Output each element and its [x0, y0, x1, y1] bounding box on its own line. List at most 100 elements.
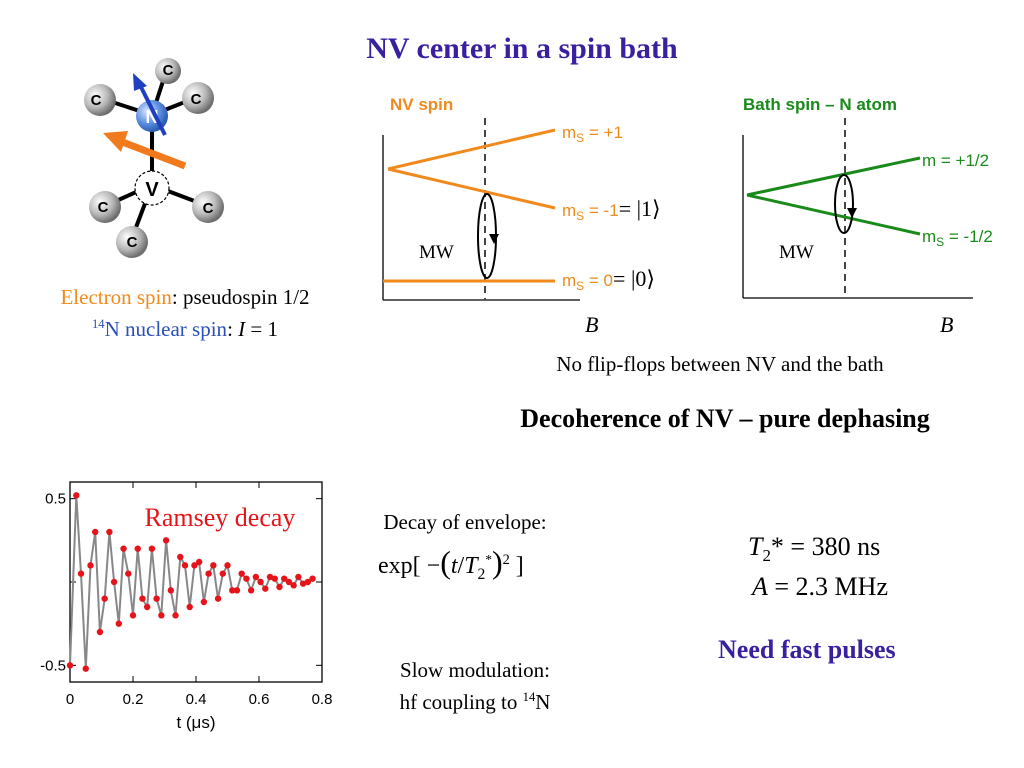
data-point	[158, 612, 165, 619]
carbon-label: C	[91, 92, 102, 109]
data-point	[181, 562, 189, 569]
data-point	[205, 570, 212, 577]
data-point	[257, 578, 264, 586]
data-point	[143, 603, 151, 611]
modulation-line2: hf coupling to 14N	[399, 690, 551, 714]
nuclear-spin-arrowhead	[133, 73, 147, 91]
data-point	[77, 570, 85, 577]
bath-transition-arrowhead	[847, 208, 857, 218]
modulation-line1: Slow modulation:	[400, 658, 550, 682]
data-point	[191, 562, 198, 569]
data-point	[214, 595, 222, 602]
data-point	[106, 528, 113, 536]
vacancy-site	[134, 170, 170, 206]
data-point	[295, 573, 302, 581]
data-point	[219, 570, 226, 577]
data-point	[285, 578, 293, 586]
envelope-formula: exp[ −(t/T2*)2 ]	[378, 544, 524, 583]
data-point	[129, 612, 137, 619]
data-point	[66, 662, 74, 669]
bath-mw-label: MW	[779, 242, 814, 263]
carbon-atoms	[84, 58, 224, 258]
data-point	[252, 573, 260, 581]
carbon-label: C	[98, 199, 109, 216]
page-title: NV center in a spin bath	[366, 32, 678, 65]
y-tick-label: -0.5	[40, 657, 66, 674]
x-tick-label: 0.2	[123, 691, 144, 708]
level-m-plus-half	[746, 156, 921, 197]
data-point	[186, 603, 193, 611]
data-point	[101, 595, 108, 602]
bath-transition-loop	[834, 174, 854, 234]
data-point	[229, 587, 236, 594]
mw-transition-arrowhead	[489, 234, 499, 244]
ms-minus1-label: mS = -1= |1⟩	[562, 196, 661, 223]
data-point	[281, 575, 288, 582]
y-tick-label: 0.5	[45, 491, 66, 508]
data-point	[110, 578, 118, 586]
data-point	[233, 587, 241, 594]
a-value: A = 2.3 MHz	[752, 572, 888, 601]
x-tick-label: 0	[66, 691, 74, 708]
data-point	[115, 620, 123, 627]
data-point	[290, 582, 297, 589]
data-point	[177, 553, 184, 561]
electron-spin-arrowhead	[103, 131, 128, 152]
ms-0-label: mS = 0= |0⟩	[562, 266, 655, 293]
data-point	[167, 587, 174, 594]
m-minus-half-label: mS = -1/2	[922, 227, 993, 249]
data-point	[309, 575, 316, 582]
no-flipflops-text: No flip-flops between NV and the bath	[556, 352, 884, 376]
electron-spin-text: Electron spin: pseudospin 1/2	[10, 285, 360, 310]
data-point	[153, 595, 160, 602]
data-point	[92, 528, 99, 536]
data-points	[66, 492, 316, 672]
decoherence-heading: Decoherence of NV – pure dephasing	[520, 404, 930, 433]
nv-spin-diagram: NV spin MW mS = +1 mS = -1= |1⟩ mS = 0= …	[382, 95, 661, 337]
data-point	[210, 562, 217, 569]
carbon-label: C	[163, 62, 174, 79]
ms-plus1-label: mS = +1	[562, 123, 623, 145]
mw-label: MW	[419, 242, 454, 263]
carbon-label: C	[191, 91, 202, 108]
data-point	[87, 562, 94, 569]
data-point	[200, 598, 208, 606]
vacancy-label: V	[145, 179, 159, 201]
x-tick-label: 0.4	[186, 691, 207, 708]
carbon-label: C	[203, 200, 214, 217]
x-axis-label: t (μs)	[176, 713, 215, 732]
electron-spin-label: Electron spin	[60, 285, 172, 309]
bath-b-axis-label: B	[940, 312, 953, 337]
bath-spin-diagram: Bath spin – N atom MW m = +1/2 mS = -1/2…	[742, 95, 993, 337]
need-fast-pulses: Need fast pulses	[718, 635, 896, 664]
m-plus-half-label: m = +1/2	[922, 151, 989, 170]
data-point	[262, 585, 269, 592]
data-point	[125, 570, 132, 577]
t2-star-value: T2* = 380 ns	[748, 532, 881, 566]
data-point	[73, 492, 80, 499]
data-point	[243, 575, 250, 582]
bath-diagram-title: Bath spin – N atom	[743, 95, 897, 114]
data-point	[162, 537, 170, 544]
data-point	[271, 575, 278, 582]
level-ms-minus1	[387, 167, 556, 210]
data-point	[120, 545, 127, 552]
x-tick-label: 0.8	[312, 691, 333, 708]
data-point	[82, 665, 89, 672]
electron-spin-value: : pseudospin 1/2	[171, 285, 310, 309]
data-point	[139, 595, 146, 602]
chart-title: Ramsey decay	[145, 503, 296, 532]
nuclear-spin-label: N nuclear spin	[104, 317, 228, 341]
nv-diagram-title: NV spin	[390, 95, 453, 114]
data-point	[148, 545, 156, 552]
nuclear-spin-arrow	[138, 84, 167, 136]
level-m-minus-half	[746, 193, 921, 236]
data-point	[247, 587, 255, 594]
carbon-label: C	[127, 234, 138, 251]
data-point	[172, 612, 179, 619]
electron-spin-arrow	[118, 137, 187, 170]
data-point	[238, 570, 245, 577]
data-point	[304, 578, 312, 586]
envelope-label: Decay of envelope:	[383, 510, 547, 534]
